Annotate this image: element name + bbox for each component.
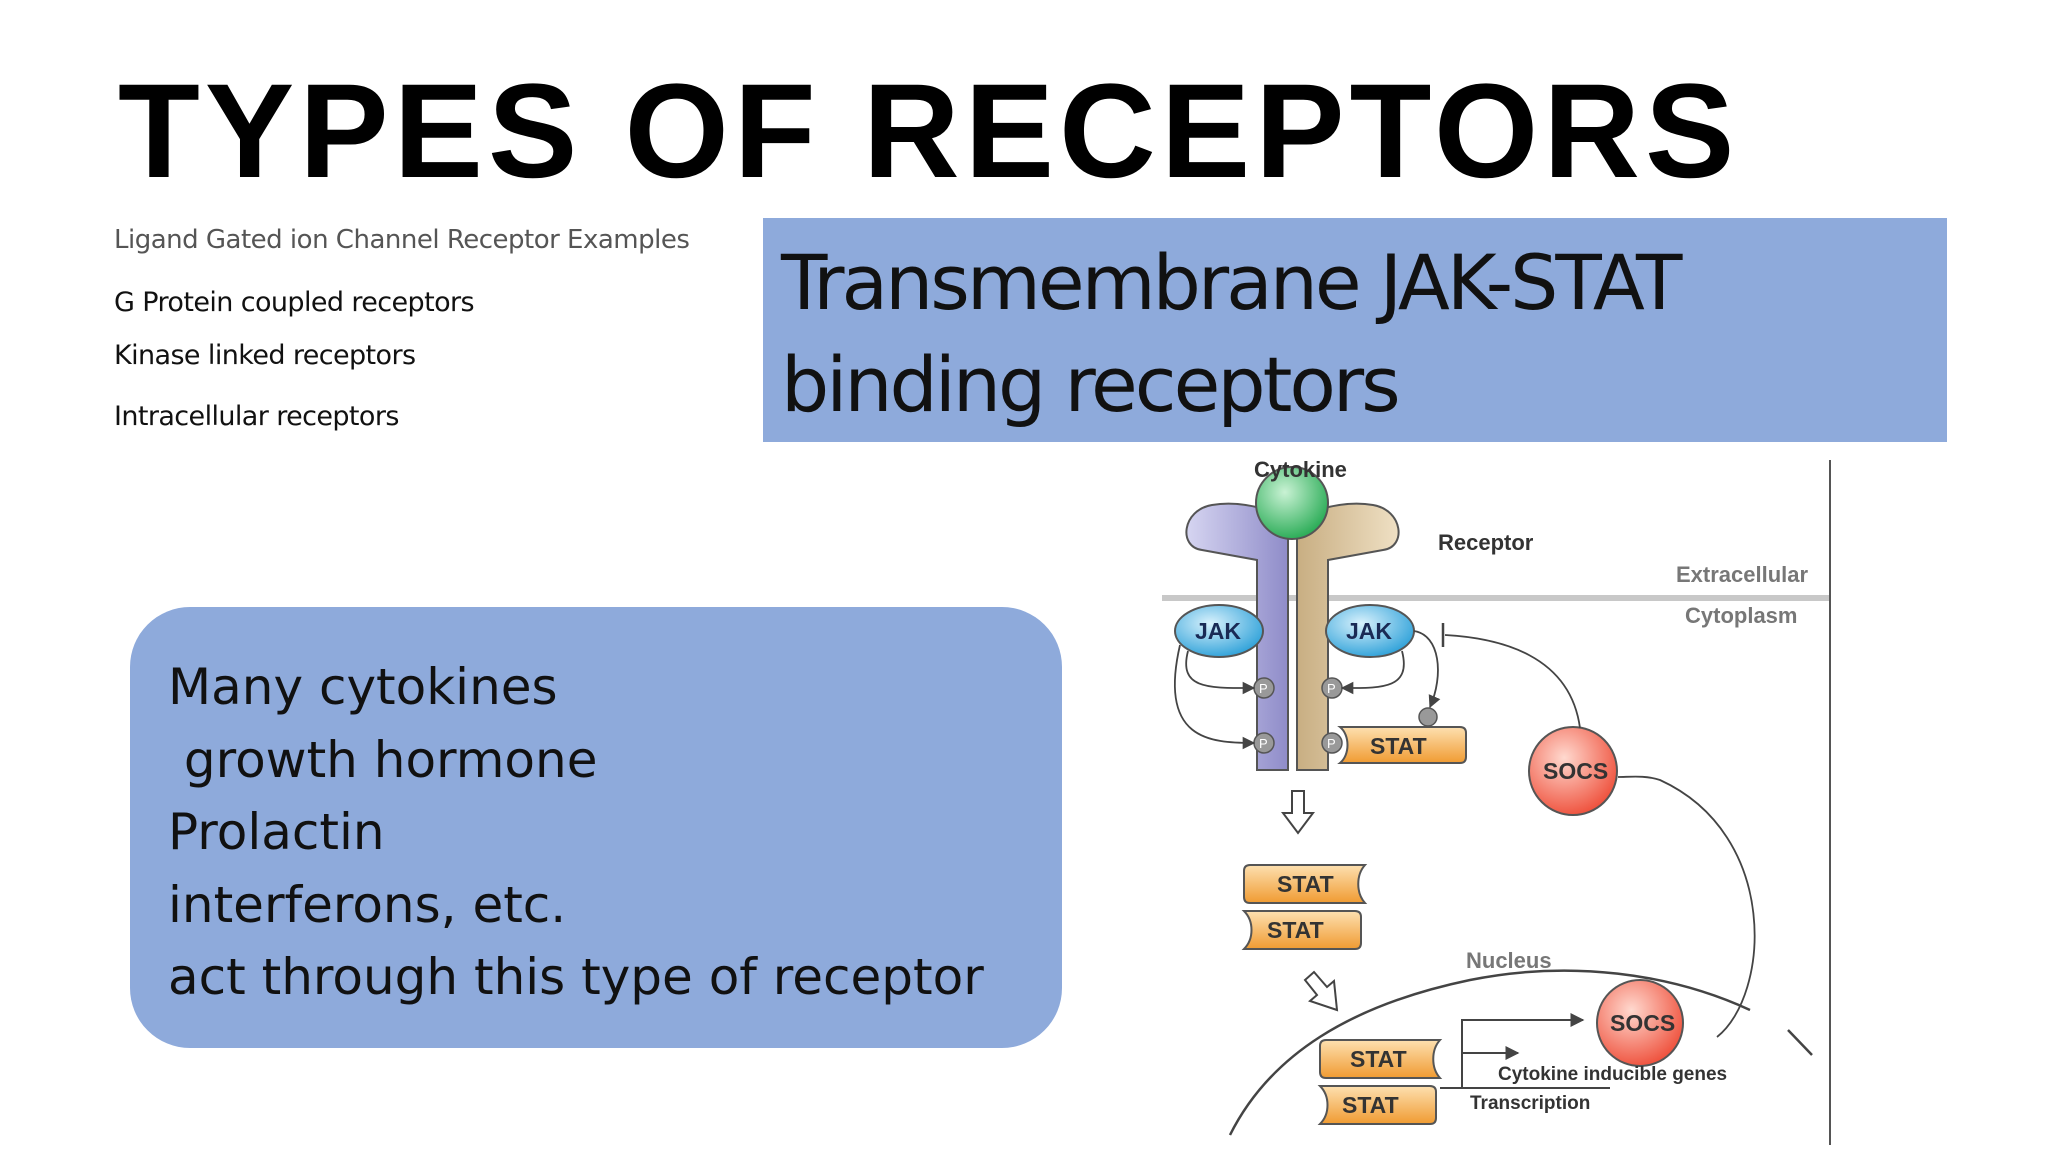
jak-left-label: JAK [1195, 618, 1241, 644]
receptor-label: Receptor [1438, 530, 1534, 555]
socs-feedback-curve [1617, 775, 1756, 1038]
socs-gene-arrow [1461, 1013, 1585, 1088]
dimer-stat-top-label: STAT [1277, 871, 1334, 897]
stat-bound-label: STAT [1370, 733, 1427, 759]
socs-nucleus-label: SOCS [1610, 1010, 1675, 1036]
cytoplasm-label: Cytoplasm [1685, 603, 1797, 628]
jak-stat-pathway-svg: Cytokine Receptor Extracellular Cytoplas… [1162, 457, 1831, 1145]
jak-right-label: JAK [1346, 618, 1392, 644]
socs-cytoplasm-shape [1528, 726, 1618, 816]
stat-dimer-bottom-shape [1241, 910, 1362, 950]
info-line: interferons, etc. [168, 875, 567, 934]
phosphorylation-arrow [1173, 644, 1256, 750]
cytokine-label: Cytokine [1254, 457, 1347, 482]
nuclear-stat-bottom-shape [1317, 1085, 1437, 1125]
stat-bound-shape [1337, 726, 1467, 764]
info-line: Prolactin [168, 803, 385, 861]
info-line: Many cytokines [168, 658, 558, 716]
phosphate-label: P [1327, 736, 1336, 751]
translocation-arrow [1281, 790, 1315, 835]
nuclear-envelope [1228, 969, 1751, 1136]
phosphorylation-arrow [1340, 650, 1405, 695]
info-line: growth hormone [168, 730, 598, 789]
phosphorylation-arrow [1413, 630, 1441, 709]
genes-label: Cytokine inducible genes [1498, 1064, 1727, 1085]
banner-heading: Transmembrane JAK-STAT binding receptors [781, 232, 1682, 436]
info-lines: Many cytokines growth hormone Prolactin … [168, 651, 984, 1014]
info-box: Many cytokines growth hormone Prolactin … [130, 607, 1062, 1048]
phosphate-circle [1418, 707, 1438, 727]
transcription-label: Transcription [1470, 1093, 1590, 1114]
topic-list: Ligand Gated ion Channel Receptor Exampl… [114, 0, 754, 460]
topic-intracellular: Intracellular receptors [114, 401, 399, 432]
dimer-stat-bottom-label: STAT [1267, 917, 1324, 943]
phosphate-label: P [1327, 681, 1336, 696]
page-title: TYPES OF RECEPTORS [118, 57, 1740, 206]
jak-stat-diagram: Cytokine Receptor Extracellular Cytoplas… [1140, 455, 1840, 1145]
nuclear-envelope [1787, 1029, 1813, 1056]
stat-dimer-top-shape [1243, 864, 1368, 904]
phosphorylation-arrow [1185, 650, 1256, 695]
banner-line-2: binding receptors [781, 340, 1401, 429]
socs-cytoplasm-label: SOCS [1543, 758, 1608, 784]
socs-inhibition-line [1444, 634, 1581, 729]
section-banner: Transmembrane JAK-STAT binding receptors [763, 218, 1947, 442]
topic-g-protein: G Protein coupled receptors [114, 287, 475, 318]
nuclear-stat-top-shape [1319, 1039, 1443, 1079]
nuclear-entry-arrow [1303, 970, 1339, 1012]
banner-line-1: Transmembrane JAK-STAT [781, 238, 1682, 327]
cytokine-ligand [1255, 466, 1329, 540]
phosphate-circle [1321, 732, 1343, 754]
nucleus-label: Nucleus [1466, 948, 1552, 973]
socs-nucleus-shape [1596, 979, 1684, 1067]
extracellular-label: Extracellular [1676, 562, 1809, 587]
nuclear-stat-bottom-label: STAT [1342, 1092, 1399, 1118]
topic-ligand-gated: Ligand Gated ion Channel Receptor Exampl… [114, 225, 690, 255]
nuclear-stat-top-label: STAT [1350, 1046, 1407, 1072]
topic-kinase-linked: Kinase linked receptors [114, 340, 416, 371]
phosphate-label: P [1259, 736, 1268, 751]
jak-left [1174, 604, 1264, 658]
phosphate-label: P [1259, 681, 1268, 696]
info-line: act through this type of receptor [168, 948, 984, 1006]
